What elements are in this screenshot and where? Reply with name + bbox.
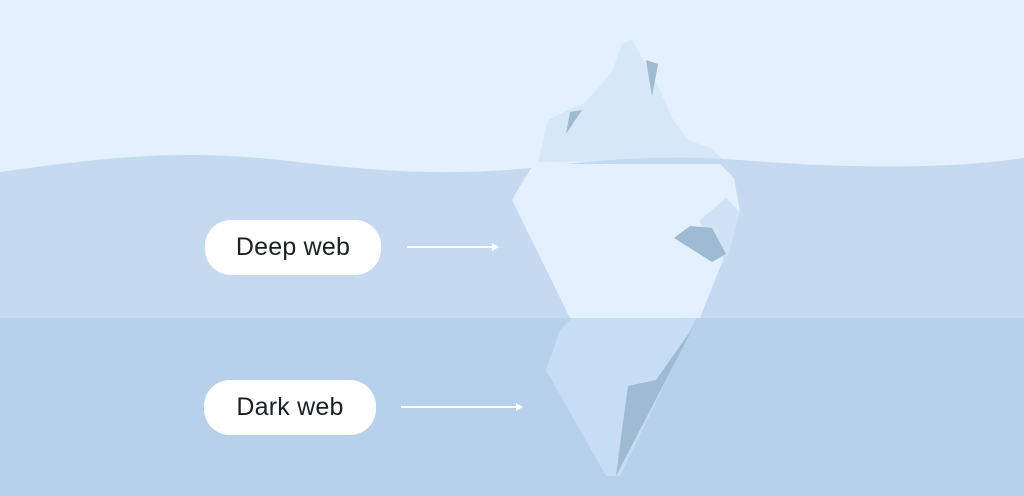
dark-web-arrow-head-icon: [516, 403, 523, 411]
dark-web-arrow: [401, 400, 523, 414]
dark-web-label-text: Dark web: [236, 393, 344, 421]
deep-web-label-text: Deep web: [235, 233, 351, 261]
deep-web-arrow: [407, 240, 499, 254]
water-deep-layer: [0, 155, 1024, 318]
deep-web-arrow-line: [407, 246, 493, 248]
dark-web-label: Dark web: [204, 380, 376, 435]
deep-web-label: Deep web: [205, 220, 381, 275]
iceberg-bottom: [546, 318, 696, 476]
iceberg-tip: [538, 40, 724, 162]
dark-web-arrow-line: [401, 406, 517, 408]
iceberg-middle: [512, 164, 740, 318]
deep-web-arrow-head-icon: [492, 243, 499, 251]
